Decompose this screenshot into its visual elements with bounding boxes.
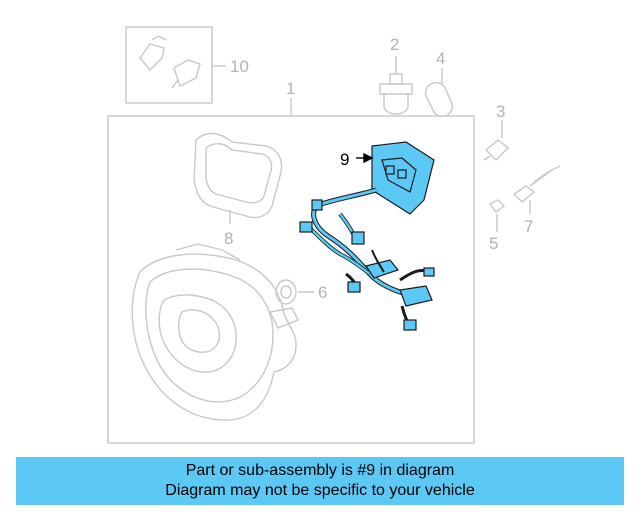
callout-1: 1: [286, 79, 295, 98]
callout-4: 4: [436, 49, 445, 68]
part-5-socket: [488, 199, 506, 232]
part-2-bulb: [379, 56, 413, 115]
info-banner: Part or sub-assembly is #9 in diagram Di…: [16, 457, 624, 505]
part-10-inset: [125, 26, 226, 104]
part-8-bezel: [193, 132, 283, 224]
part-6-socket: [275, 279, 314, 305]
callout-3: 3: [496, 102, 505, 121]
part-7-socket: [512, 165, 561, 214]
headlamp-housing: [131, 243, 299, 421]
part-9-wiring-harness: [299, 141, 435, 331]
part-1-assembly-box: [107, 98, 475, 444]
callout-5: 5: [489, 234, 498, 253]
part-4-bulb: [424, 68, 453, 118]
callout-7: 7: [524, 217, 533, 236]
part-3-bulb: [483, 120, 510, 161]
banner-line-disclaimer: Diagram may not be specific to your vehi…: [165, 482, 475, 499]
callout-10: 10: [230, 57, 249, 76]
banner-line-part-info: Part or sub-assembly is #9 in diagram: [185, 462, 455, 479]
callout-9-arrow: [356, 152, 374, 164]
callout-2: 2: [390, 35, 399, 54]
callout-8: 8: [224, 229, 233, 248]
callout-9: 9: [340, 150, 349, 169]
callout-6: 6: [318, 283, 327, 302]
